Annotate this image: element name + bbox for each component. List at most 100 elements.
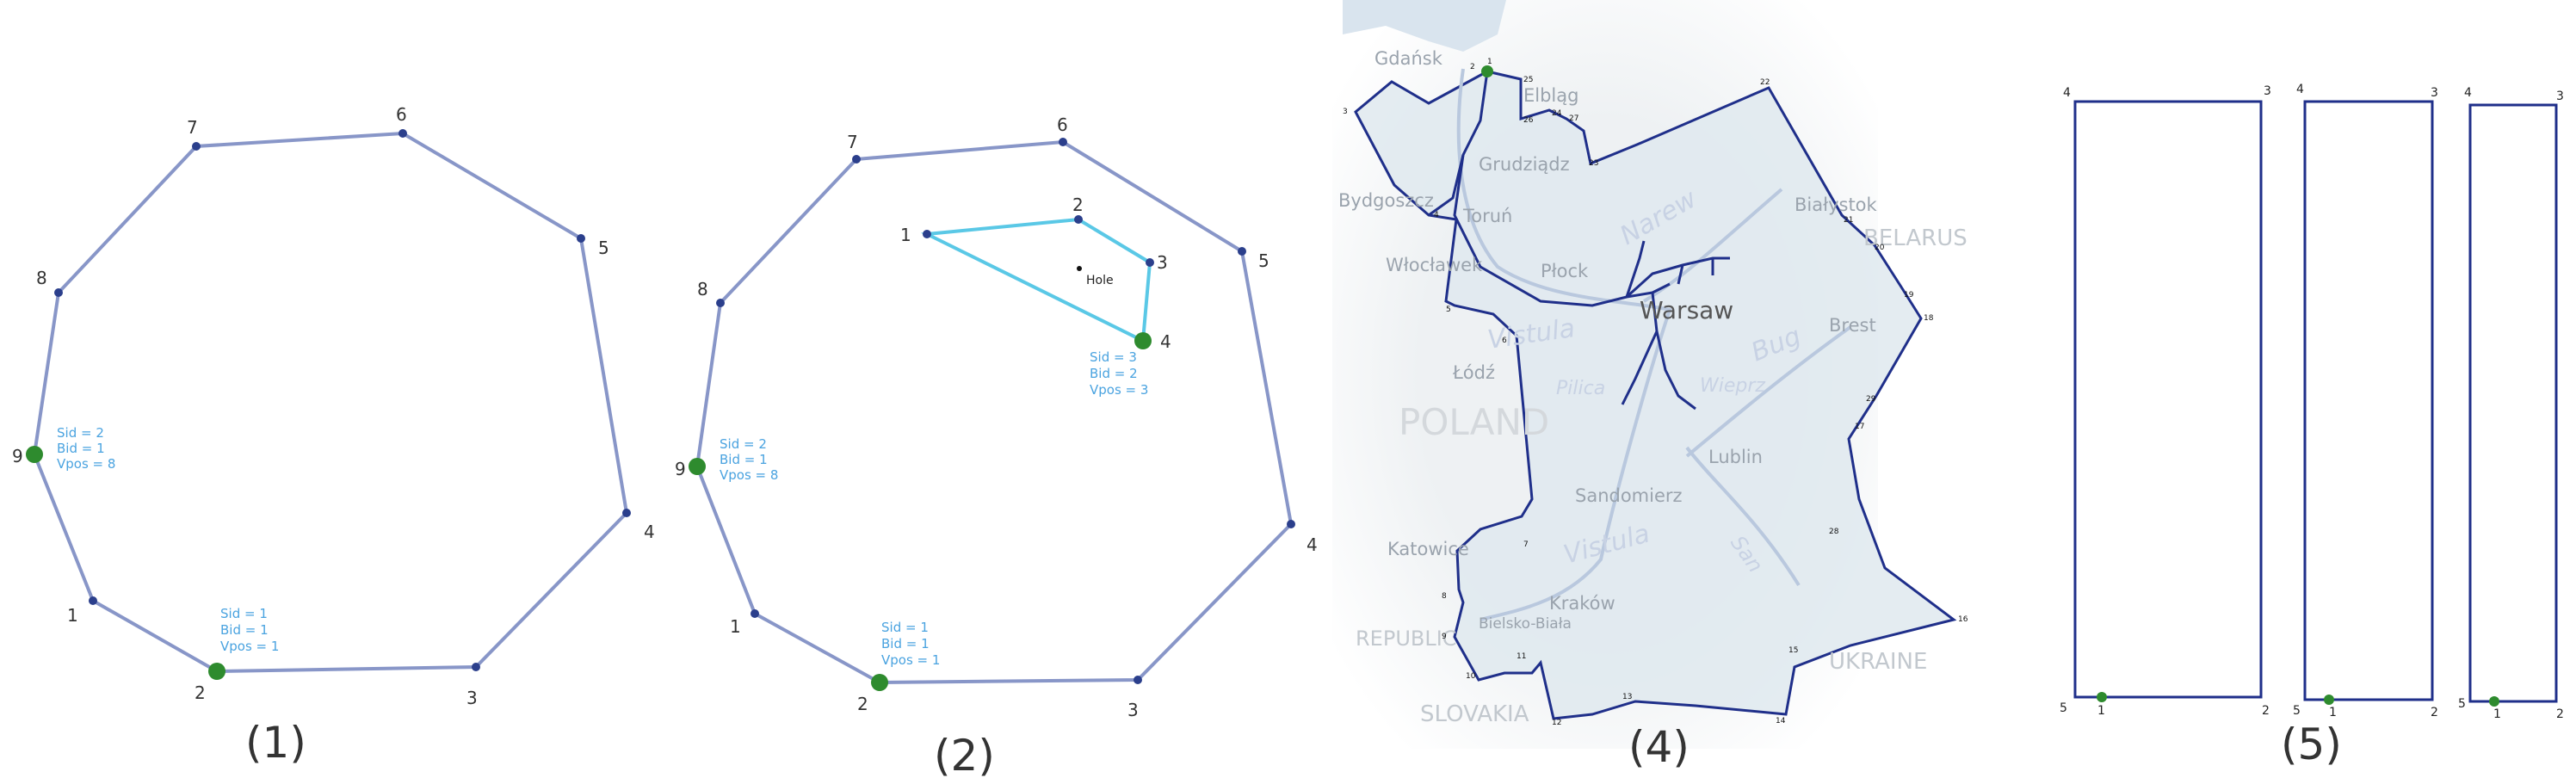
annotation-line: Sid = 2 — [57, 425, 104, 441]
baltic-sea — [1343, 0, 1506, 52]
vertex-markers — [26, 129, 631, 680]
hole-start-vertex-4 — [1134, 332, 1152, 349]
river-vistula — [1456, 68, 1672, 621]
rectangle-2: 1 2 3 4 5 — [2293, 83, 2438, 719]
vertex-3 — [472, 663, 480, 671]
vertex-label: 10 — [1466, 672, 1476, 681]
country-label: POLAND — [1399, 401, 1549, 443]
vertex-label: 2 — [2262, 704, 2270, 718]
vertex-label: 6 — [396, 104, 407, 125]
vertex-label: 19 — [1904, 291, 1914, 299]
hole-vertex-label: 2 — [1072, 194, 1084, 215]
vertex-label: 5 — [2060, 701, 2067, 715]
river-label: Pilica — [1556, 378, 1605, 399]
vertex-label: 4 — [1307, 534, 1318, 555]
hole-boundary — [920, 217, 1152, 344]
vertex-label: 1 — [2493, 707, 2501, 721]
start-vertex — [1481, 65, 1493, 77]
vertex-4 — [622, 509, 631, 517]
vertex-label: 6 — [1057, 114, 1068, 135]
vertex-label: 11 — [1517, 652, 1526, 661]
vertex-5 — [1238, 247, 1246, 256]
panel-caption: (1) — [245, 718, 306, 768]
vertex-label: 2 — [2431, 706, 2438, 719]
river-narew — [1642, 188, 1783, 303]
country-labels: POLAND UKRAINE BELARUS SLOVAKIA REPUBLIC — [1356, 225, 1968, 727]
panel-5: 1 2 3 4 5 1 2 3 4 5 1 2 3 4 5 (5) — [2060, 83, 2564, 769]
start-vertex-9 — [689, 458, 706, 475]
vertex-markers — [689, 138, 1295, 691]
vertex-4 — [1287, 520, 1295, 528]
vertex-7 — [192, 142, 201, 151]
vertex-label: 29 — [1866, 395, 1876, 404]
vertex-label: 24 — [1552, 109, 1562, 118]
start-vertex-2 — [208, 663, 225, 680]
panel-caption: (2) — [934, 731, 995, 778]
map-region — [1354, 70, 1957, 720]
vertex-label: 5 — [1258, 250, 1269, 271]
country-label: SLOVAKIA — [1420, 701, 1529, 727]
annotation-line: Bid = 1 — [881, 636, 930, 651]
panel-caption: (5) — [2281, 719, 2342, 769]
vertex-label: 3 — [2431, 86, 2438, 100]
boundary-vertex-labels: 1 2 3 4 5 6 7 8 9 10 11 12 13 14 15 16 1… — [1343, 58, 1968, 727]
start-vertex — [2097, 692, 2107, 702]
vertex-label: 8 — [697, 279, 708, 299]
vertex-1 — [751, 609, 759, 618]
panel-2: 1 2 3 4 5 6 7 8 9 1 2 3 4 Hole Sid = 2 B… — [675, 114, 1318, 778]
panel-caption: (4) — [1628, 722, 1690, 772]
place-labels: Gdańsk Elbląg Grudziądz Toruń Bydgoszcz … — [1338, 48, 1878, 633]
hole-vertex-label: 3 — [1157, 252, 1168, 273]
vertex-label: 6 — [1502, 337, 1507, 345]
city-label-capital: Warsaw — [1640, 296, 1733, 324]
vertex-label: 5 — [2458, 697, 2466, 711]
vertex-label: 4 — [2296, 83, 2304, 96]
hole-vertex-label: 4 — [1160, 331, 1171, 352]
vertex-label: 23 — [1589, 159, 1598, 168]
vertex-3 — [1134, 676, 1142, 684]
city-label: Elbląg — [1523, 85, 1578, 106]
vertex-label: 2 — [1470, 63, 1475, 71]
city-label: Bydgoszcz — [1338, 190, 1434, 211]
vertex-label: 2 — [195, 682, 206, 703]
vertex-label: 15 — [1788, 646, 1798, 655]
vertex-label: 4 — [2464, 86, 2472, 100]
annotation-line: Sid = 2 — [720, 436, 767, 452]
vertex-label: 9 — [675, 459, 686, 479]
panel-1: 1 2 3 4 5 6 7 8 9 Sid = 2 Bid = 1 Vpos =… — [12, 104, 655, 768]
vertex-label: 8 — [1442, 592, 1447, 601]
vertex-label: 3 — [1127, 700, 1139, 720]
vertex-label: 9 — [1442, 633, 1447, 641]
city-label: Płock — [1541, 261, 1589, 281]
hole-vertex-1 — [923, 230, 931, 238]
vertex-label: 7 — [1523, 540, 1529, 549]
vertex-label: 1 — [67, 605, 78, 626]
vertex-label: 21 — [1844, 216, 1853, 225]
hole-label: Hole — [1086, 274, 1114, 287]
annotation-vertex-2: Sid = 1 Bid = 1 Vpos = 1 — [881, 620, 940, 668]
vertex-label: 25 — [1523, 76, 1533, 84]
start-vertex — [2324, 695, 2334, 705]
city-label: Białystok — [1795, 194, 1878, 215]
start-vertex-2 — [871, 674, 888, 691]
vertex-label: 1 — [1487, 58, 1492, 66]
vertex-label: 3 — [2264, 84, 2271, 98]
city-label: Włocławek — [1386, 255, 1483, 275]
annotation-line: Sid = 3 — [1090, 349, 1137, 365]
vertex-label: 26 — [1523, 116, 1534, 125]
annotation-line: Vpos = 1 — [220, 639, 279, 654]
annotation-line: Vpos = 3 — [1090, 382, 1148, 398]
annotation-line: Vpos = 1 — [881, 652, 940, 668]
annotation-line: Bid = 2 — [1090, 366, 1138, 381]
city-label: Katowice — [1387, 539, 1469, 559]
vertex-label: 16 — [1958, 615, 1968, 624]
vertex-7 — [852, 155, 861, 164]
vertex-label: 3 — [466, 688, 478, 708]
rectangle-1: 1 2 3 4 5 — [2060, 84, 2271, 718]
rectangle-3: 1 2 3 4 5 — [2458, 86, 2564, 721]
river-bug — [1685, 325, 1852, 458]
vertex-5 — [577, 234, 585, 243]
rivers — [1456, 68, 1852, 621]
vertex-label: 4 — [1434, 211, 1439, 219]
